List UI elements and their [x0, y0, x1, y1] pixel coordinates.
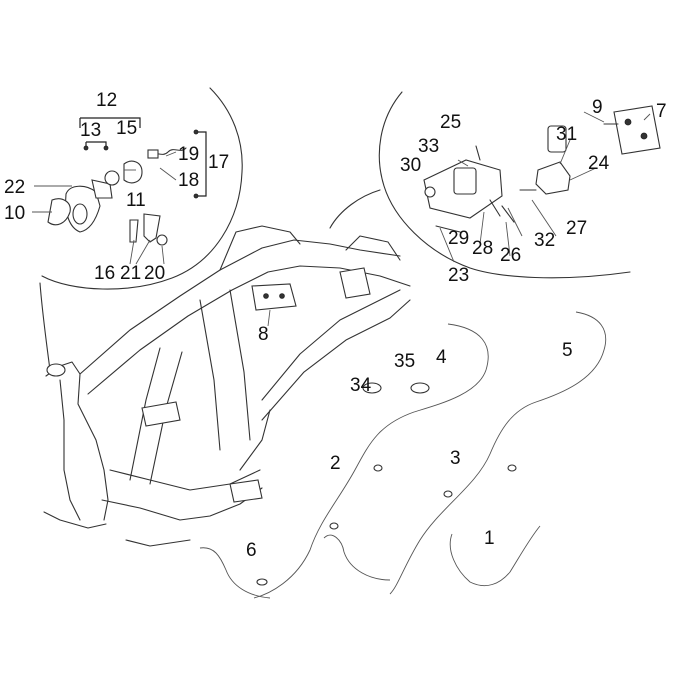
callout-35: 35: [394, 351, 415, 372]
callout-12: 12: [96, 90, 117, 111]
callout-34: 34: [350, 375, 372, 396]
callout-24: 24: [588, 153, 610, 174]
callout-6: 6: [246, 540, 257, 561]
callout-19: 19: [178, 144, 199, 165]
leader-lines: [32, 111, 651, 327]
callout-21: 21: [120, 263, 141, 284]
detail-balloon-right: [329, 91, 631, 279]
callout-30: 30: [400, 155, 421, 176]
callout-23: 23: [448, 265, 469, 286]
callout-7: 7: [656, 101, 667, 122]
callout-16: 16: [94, 263, 115, 284]
scooter-frame: [43, 225, 411, 547]
callout-13: 13: [80, 120, 101, 141]
callout-31: 31: [556, 124, 577, 145]
callout-2: 2: [330, 453, 341, 474]
callout-15: 15: [116, 118, 137, 139]
callout-3: 3: [450, 448, 461, 469]
callout-5: 5: [562, 340, 573, 361]
callout-18: 18: [178, 170, 199, 191]
callout-4: 4: [436, 347, 447, 368]
callout-1: 1: [484, 528, 495, 549]
callout-28: 28: [472, 238, 493, 259]
callout-8: 8: [258, 324, 269, 345]
lock-assembly: [47, 147, 187, 246]
callout-33: 33: [418, 136, 439, 157]
callout-32: 32: [534, 230, 555, 251]
callout-17: 17: [208, 152, 229, 173]
detail-balloon-left: [39, 87, 243, 371]
callout-22: 22: [4, 177, 25, 198]
callout-25: 25: [440, 112, 461, 133]
seat-lock-assembly: [423, 105, 661, 233]
callout-10: 10: [4, 203, 25, 224]
callout-11: 11: [126, 190, 146, 211]
callout-29: 29: [448, 228, 469, 249]
cables: [199, 311, 606, 599]
callout-brackets: [79, 117, 207, 199]
callout-9: 9: [592, 97, 603, 118]
callout-20: 20: [144, 263, 165, 284]
callout-26: 26: [500, 245, 521, 266]
callout-labels: 12 13 15 19 17 18 22 11 10 16 21 20 9 7 …: [4, 90, 667, 561]
callout-27: 27: [566, 218, 587, 239]
